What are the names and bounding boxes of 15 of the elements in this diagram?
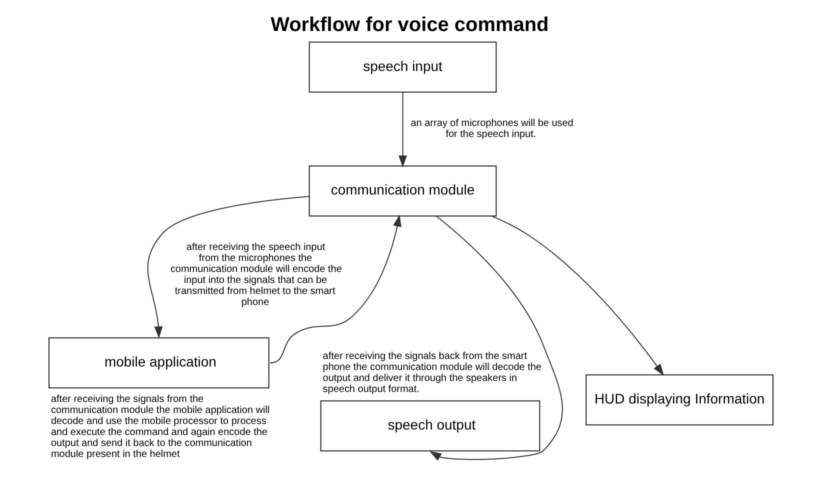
node-label: after receiving the signals back from the smart phone the communication module will decode the output and deliver it through the speakers in speech output format. bbox=[322, 350, 541, 395]
edge-label: after receiving the speech input from the microphones the communication module will encode the input into the signals that can be transmitted from helmet to the smart phone bbox=[170, 242, 342, 308]
arrow bbox=[398, 92, 406, 168]
node-box: speech input bbox=[308, 42, 496, 93]
node-box: communication module bbox=[308, 166, 496, 217]
arrow bbox=[490, 216, 664, 376]
diagram-title: Workflow for voice command bbox=[270, 14, 548, 36]
arrow bbox=[146, 196, 310, 338]
arrow bbox=[428, 216, 562, 461]
node-box: HUD displaying Information bbox=[585, 374, 773, 426]
node-label: after receiving the signals from the communication module the mobile application will decode and use the mobile processor to process and execute the command and again encode the output and send it back to the communication module present in the helmet bbox=[50, 394, 270, 460]
node-box: speech output bbox=[320, 400, 540, 452]
edge-label: an array of microphones will be used for the speech input. bbox=[410, 118, 573, 140]
node-box: mobile application bbox=[48, 337, 269, 388]
arrow bbox=[268, 214, 401, 364]
